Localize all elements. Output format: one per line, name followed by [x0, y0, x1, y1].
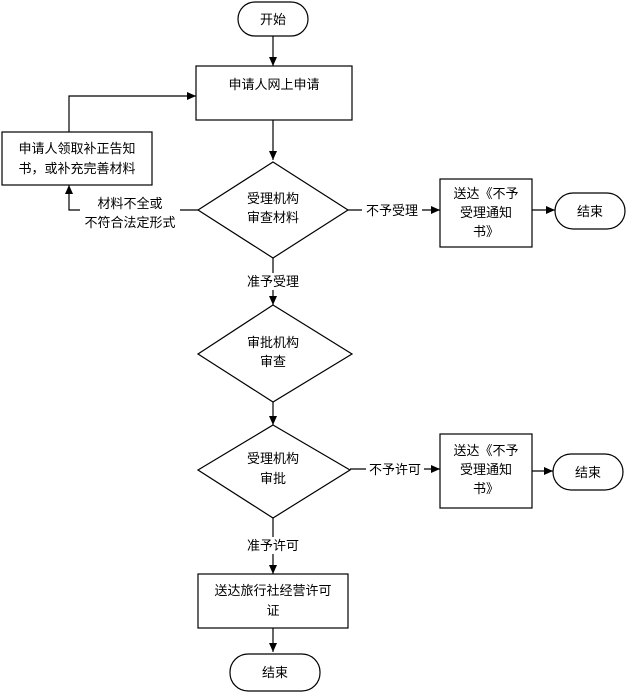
node-approval-decision: 受理机构 审批 — [196, 424, 352, 519]
label-permitted: 准予许可 — [247, 539, 299, 554]
label-accepted: 准予受理 — [247, 275, 299, 290]
node-send-license: 送达旅行社经营许可 证 — [197, 573, 349, 629]
node-send-license-line-1: 送达旅行社经营许可 — [214, 583, 331, 599]
label-incomplete-line-1: 材料不全或 — [97, 196, 162, 212]
edge-labels: 材料不全或 不符合法定形式 不予受理 准予受理 不予许可 准予许可 — [80, 194, 424, 554]
label-not-accepted: 不予受理 — [366, 204, 418, 219]
node-review-materials: 受理机构 审查材料 — [196, 161, 350, 259]
node-start-text: 开始 — [260, 13, 286, 28]
node-send-deny-notice: 送达《不予 受理通知 书》 — [439, 433, 533, 509]
label-not-permitted: 不予许可 — [369, 463, 421, 478]
node-approval-decision-line-2: 审批 — [260, 472, 286, 487]
node-send-reject-notice-line-3: 书》 — [473, 225, 499, 240]
node-end-1-text: 结束 — [577, 205, 603, 220]
node-approval-review: 审批机构 审查 — [196, 304, 354, 403]
edge-supplement-to-apply — [68, 92, 196, 132]
node-review-materials-line-2: 审查材料 — [247, 211, 299, 226]
node-send-license-line-2: 证 — [266, 604, 279, 619]
node-approval-decision-line-1: 受理机构 — [247, 452, 299, 467]
node-end-1: 结束 — [554, 192, 626, 230]
node-send-reject-notice: 送达《不予 受理通知 书》 — [439, 178, 533, 248]
node-send-reject-notice-line-1: 送达《不予 — [453, 187, 518, 202]
node-send-deny-notice-line-3: 书》 — [473, 482, 499, 497]
node-supplement-line-1: 申请人领取补正告知 — [18, 141, 135, 157]
node-approval-review-line-2: 审查 — [260, 355, 286, 370]
node-supplement: 申请人领取补正告知 书，或补充完善材料 — [1, 131, 153, 186]
node-approval-review-line-1: 审批机构 — [247, 336, 299, 351]
node-end-3-text: 结束 — [262, 666, 288, 681]
node-send-deny-notice-line-1: 送达《不予 — [453, 444, 518, 459]
node-send-reject-notice-line-2: 受理通知 — [460, 205, 512, 221]
node-review-materials-line-1: 受理机构 — [247, 192, 299, 207]
node-apply-online-text: 申请人网上申请 — [228, 78, 319, 93]
node-supplement-line-2: 书，或补充完善材料 — [18, 161, 135, 177]
node-end-2: 结束 — [552, 453, 624, 491]
node-send-deny-notice-line-2: 受理通知 — [460, 462, 512, 478]
node-end-3: 结束 — [229, 653, 321, 692]
node-end-2-text: 结束 — [575, 466, 601, 481]
node-apply-online: 申请人网上申请 — [195, 65, 353, 121]
node-start: 开始 — [237, 1, 309, 37]
label-incomplete-line-2: 不符合法定形式 — [84, 215, 175, 231]
